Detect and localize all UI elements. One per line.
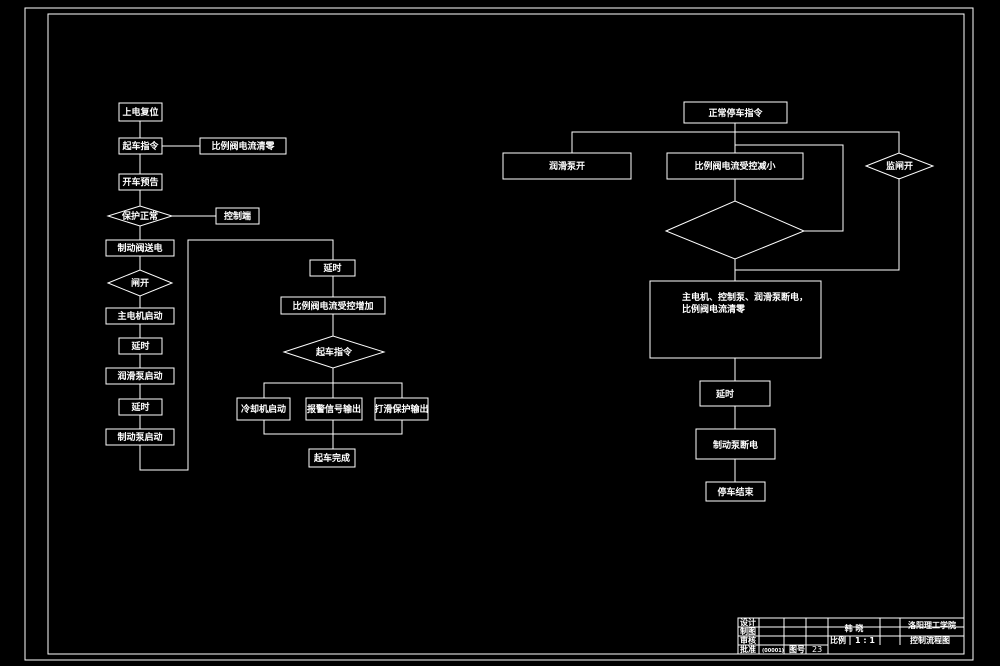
title-draw: 制图 [740, 626, 756, 636]
title-drawing-title: 控制流程图 [910, 635, 950, 645]
label-protection-ok: 保护正常 [121, 210, 158, 222]
box-main-motor-start [105, 307, 175, 325]
diamond-gate-open [864, 152, 935, 180]
label-start-warning: 开车预告 [122, 176, 158, 188]
box-brake-protect-output [374, 397, 429, 421]
box-brake-valve-power [105, 239, 175, 257]
inner-frame [47, 13, 965, 655]
box-start-warning [118, 173, 163, 191]
label-normal-stop-cmd: 正常停车指令 [708, 107, 763, 119]
box-start-complete [308, 448, 356, 468]
box-valve-increase [280, 296, 386, 315]
box-delay-2 [118, 398, 163, 416]
label-delay-1: 延时 [130, 340, 149, 352]
title-designer: 韩 晓 [845, 623, 864, 633]
box-power-reset [118, 102, 163, 122]
box-fault-return [215, 207, 260, 225]
label-stop-valve-zero: 比例阀电流清零 [682, 303, 746, 315]
box-delay-3 [309, 259, 356, 277]
title-design: 设计 [740, 617, 756, 627]
title-sheet-label: 图号 [789, 645, 805, 654]
label-stop-power-off: 主电机、控制泵、润滑泵断电， [682, 291, 808, 303]
label-lube-pump-start: 润滑泵启动 [117, 370, 162, 382]
label-start-cmd-2: 起车指令 [315, 346, 353, 358]
title-scale-value: 1 : 1 [855, 636, 875, 645]
box-lube-open [502, 152, 632, 180]
title-approve: 批准 [740, 644, 756, 654]
label-brake-pump-start: 制动泵启动 [117, 431, 162, 443]
label-open-gate: 闸开 [131, 277, 149, 289]
title-scale-label: 比例 [830, 635, 846, 645]
box-lube-pump-start [105, 367, 175, 385]
box-cooler-start [236, 397, 291, 421]
box-delay-1 [118, 337, 163, 355]
title-block: 设计 制图 审核 批准 韩 晓 洛阳理工学院 比例 1 : 1 控制流程图 (0… [737, 617, 965, 655]
box-brake-power-off [695, 428, 776, 460]
label-brake-valve-power: 制动阀送电 [117, 242, 162, 254]
label-valve-decrease: 比例阀电流受控减小 [694, 160, 775, 172]
label-valve-zero: 比例阀电流清零 [211, 140, 275, 152]
label-delay: 延时 [715, 388, 734, 400]
box-start-cmd [118, 137, 163, 155]
label-brake-protect-output: 打滑保护输出 [374, 403, 428, 415]
label-main-motor-start: 主电机启动 [117, 310, 162, 322]
title-review: 审核 [740, 635, 756, 645]
label-start-complete: 起车完成 [313, 452, 350, 464]
flowchart-left: 上电复位 起车指令 比例阀电流清零 开车预告 保护正常 控制端 制动阀送电 闸开… [105, 102, 429, 471]
label-start-cmd: 起车指令 [121, 140, 159, 152]
title-sheet-no: 23 [812, 645, 822, 654]
diamond-open-gate [106, 269, 174, 297]
label-power-reset: 上电复位 [122, 106, 158, 118]
label-delay-3: 延时 [322, 262, 341, 274]
diamond-protection-ok [106, 205, 174, 227]
label-valve-increase: 比例阀电流受控增加 [292, 300, 373, 312]
box-valve-decrease [666, 152, 804, 180]
label-lube-open: 润滑泵开 [549, 160, 585, 172]
outer-frame [24, 7, 974, 661]
box-delay [699, 380, 771, 407]
box-alarm-output [305, 397, 363, 421]
label-cooler-start: 冷却机启动 [241, 403, 286, 415]
box-brake-pump-start [105, 428, 175, 446]
box-valve-zero [199, 137, 287, 155]
diamond-start-cmd-2 [282, 335, 386, 369]
label-gate-open: 监闸开 [886, 160, 913, 172]
flowchart-right: 正常停车指令 润滑泵开 比例阀电流受控减小 监闸开 主电机、控制泵、润滑泵断电，… [502, 101, 935, 502]
box-normal-stop-cmd [683, 101, 788, 124]
label-delay-2: 延时 [130, 401, 149, 413]
box-stop-power-off [649, 280, 822, 359]
title-school: 洛阳理工学院 [908, 620, 956, 630]
label-stop-end: 停车结束 [717, 486, 754, 498]
diamond-check [664, 200, 806, 260]
label-fault-return: 控制端 [224, 210, 251, 222]
label-alarm-output: 报警信号输出 [307, 403, 361, 415]
box-stop-end [705, 481, 766, 502]
title-mark: (00001) [762, 648, 784, 654]
label-brake-power-off: 制动泵断电 [713, 439, 758, 451]
